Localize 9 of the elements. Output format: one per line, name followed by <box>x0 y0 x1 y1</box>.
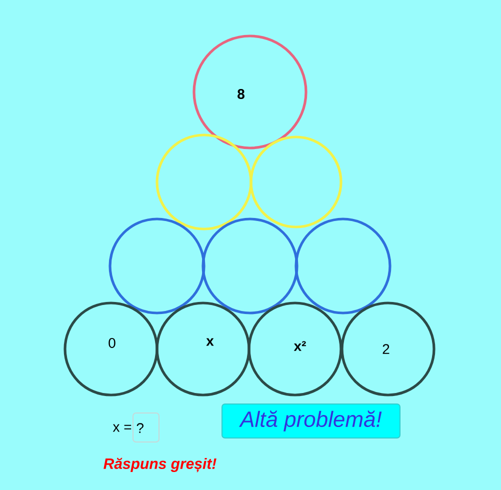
empty-circle <box>156 134 252 230</box>
input-field: ? <box>132 412 160 442</box>
empty-circle <box>294 218 392 314</box>
empty-circle <box>202 218 298 314</box>
empty-circle <box>108 218 206 314</box>
feedback-message: Răspuns greșit! <box>104 458 216 472</box>
equation-label: x = <box>112 424 132 432</box>
new-problem-button: Altă problemă! <box>222 404 400 438</box>
empty-circle <box>250 136 342 228</box>
